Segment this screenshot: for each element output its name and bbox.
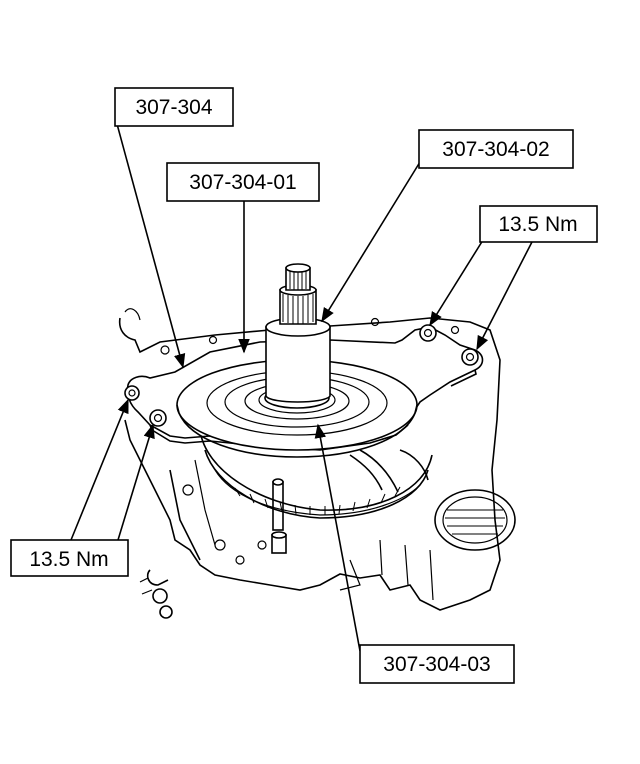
callout-torque-top: 13.5 Nm [479, 205, 598, 243]
leader-307-304 [116, 123, 186, 369]
callout-label-torque-top: 13.5 Nm [498, 213, 577, 236]
clutch-drum [199, 429, 433, 519]
callout-label-307-304-02: 307-304-02 [442, 138, 549, 161]
callout-307-304: 307-304 [114, 87, 234, 127]
leader-torque-bottom-right [117, 423, 155, 541]
callout-label-torque-bottom: 13.5 Nm [29, 548, 108, 571]
leader-307-304-02 [321, 161, 421, 323]
callout-label-307-304-01: 307-304-01 [189, 171, 296, 194]
leader-torque-bottom-left [70, 398, 129, 541]
leader-torque-top-left [429, 231, 489, 327]
tool-shaft-307-304-02 [265, 263, 331, 403]
callout-torque-bottom: 13.5 Nm [10, 539, 129, 577]
callout-307-304-02: 307-304-02 [418, 129, 574, 169]
callout-label-307-304: 307-304 [135, 96, 212, 119]
callout-307-304-01: 307-304-01 [166, 162, 320, 202]
transmission-case [118, 308, 516, 619]
leader-307-304-03 [314, 423, 361, 652]
leader-torque-top-right [476, 239, 534, 351]
callout-307-304-03: 307-304-03 [359, 644, 515, 684]
callout-label-307-304-03: 307-304-03 [383, 653, 490, 676]
